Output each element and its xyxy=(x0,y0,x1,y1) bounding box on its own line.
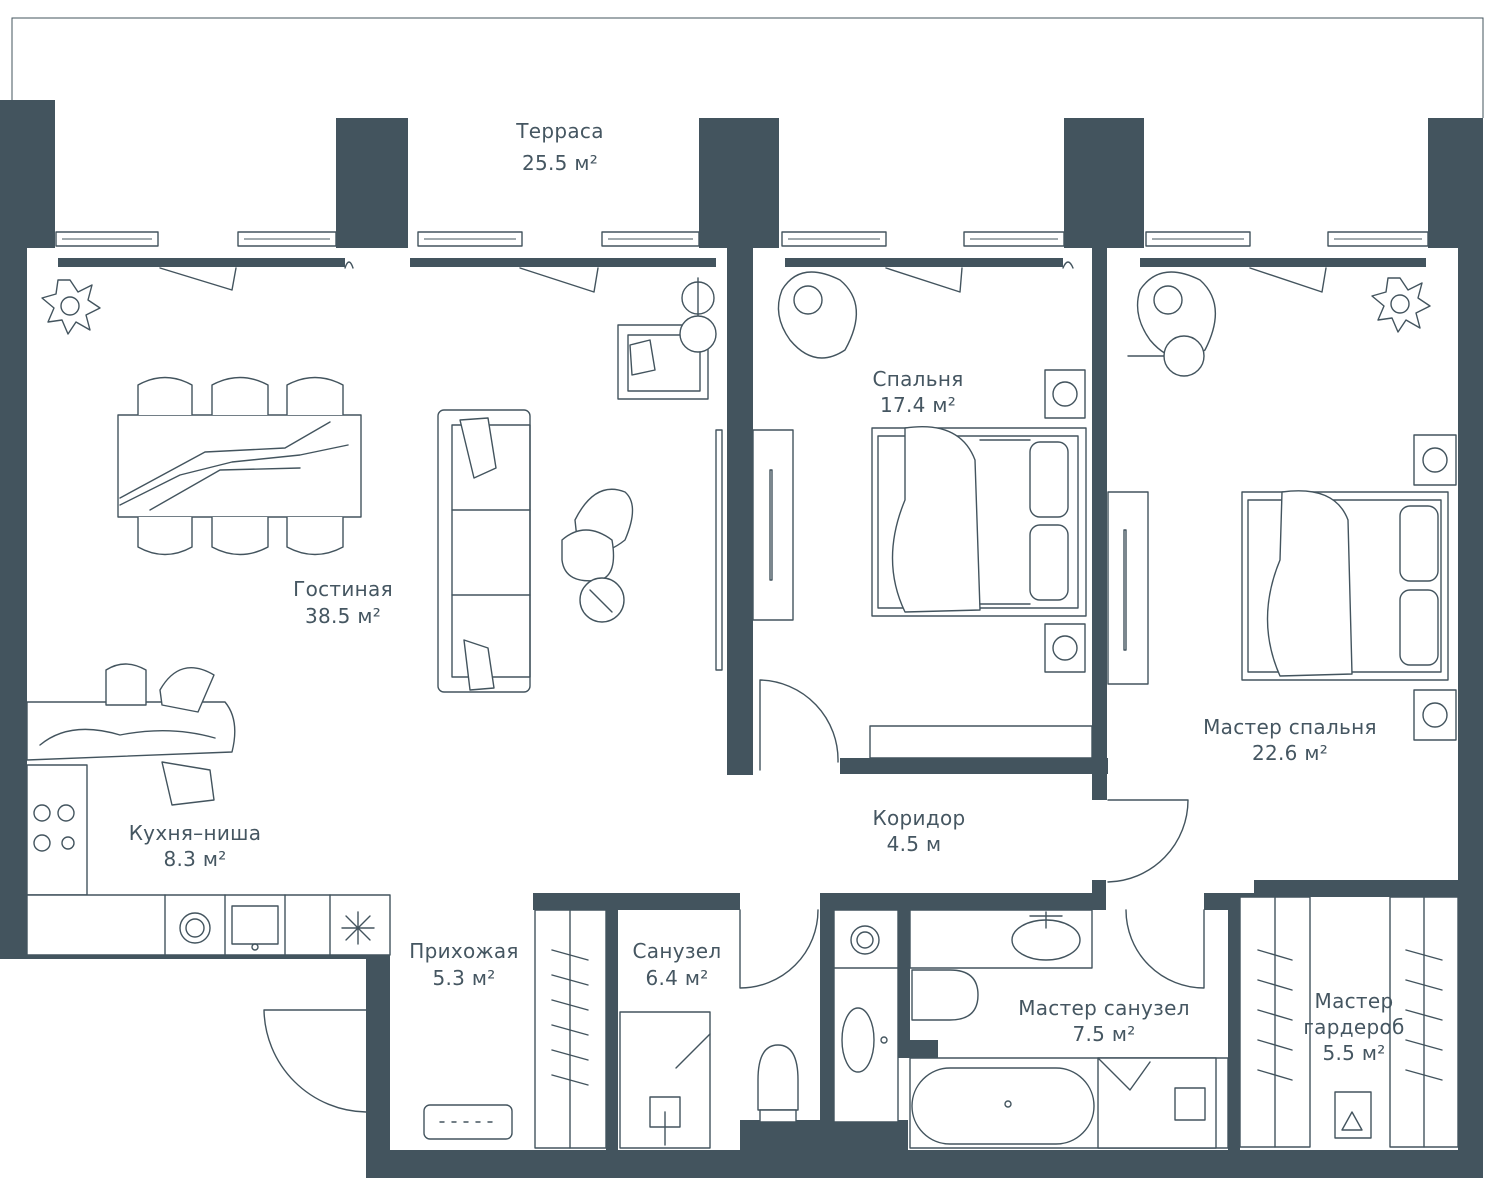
hallway-wardrobe xyxy=(423,909,607,1149)
walls xyxy=(0,100,1483,1178)
plant-living xyxy=(41,279,101,335)
room-area-kitchen: 8.3 м² xyxy=(163,847,226,871)
room-area-master-wardrobe: 5.5 м² xyxy=(1322,1041,1385,1065)
master-bedroom-furniture xyxy=(1107,271,1457,741)
room-label-bedroom: Спальня 17.4 м² xyxy=(872,367,963,417)
room-label-corridor: Коридор 4.5 м xyxy=(873,806,966,856)
room-name-kitchen: Кухня–ниша xyxy=(129,821,262,845)
room-label-living: Гостиная 38.5 м² xyxy=(293,577,393,628)
room-label-bathroom: Санузел 6.4 м² xyxy=(633,939,722,990)
room-label-terrace: Терраса 25.5 м² xyxy=(515,119,604,175)
room-label-master-bathroom: Мастер санузел 7.5 м² xyxy=(1018,996,1190,1046)
room-name-bathroom: Санузел xyxy=(633,939,722,963)
coffee-tables xyxy=(561,488,634,623)
room-label-kitchen: Кухня–ниша 8.3 м² xyxy=(129,821,262,871)
room-name-bedroom: Спальня xyxy=(872,367,963,391)
room-area-master-bedroom: 22.6 м² xyxy=(1252,741,1328,765)
windows xyxy=(55,231,1429,293)
bedroom-furniture xyxy=(752,271,1093,759)
room-area-hallway: 5.3 м² xyxy=(432,966,495,990)
armchair-living xyxy=(617,277,717,400)
bathroom-fixtures xyxy=(619,909,899,1149)
room-area-master-bathroom: 7.5 м² xyxy=(1072,1022,1135,1046)
room-name2-master-wardrobe: гардероб xyxy=(1303,1015,1404,1039)
room-label-master-wardrobe: Мастер гардероб 5.5 м² xyxy=(1303,989,1404,1065)
room-area-bedroom: 17.4 м² xyxy=(880,393,956,417)
room-area-living: 38.5 м² xyxy=(305,604,381,628)
room-area-corridor: 4.5 м xyxy=(887,832,942,856)
room-label-hallway: Прихожая 5.3 м² xyxy=(409,939,519,990)
sofa xyxy=(437,409,531,693)
room-name-master-bathroom: Мастер санузел xyxy=(1018,996,1190,1020)
room-name-master-wardrobe: Мастер xyxy=(1315,989,1394,1013)
room-name-hallway: Прихожая xyxy=(409,939,519,963)
terrace-outline xyxy=(11,17,1484,118)
master-bathroom-fixtures xyxy=(909,909,1229,1149)
room-name-corridor: Коридор xyxy=(873,806,966,830)
room-area-terrace: 25.5 м² xyxy=(522,151,598,175)
room-name-terrace: Терраса xyxy=(515,119,604,143)
tv-living xyxy=(715,429,723,671)
dining-table xyxy=(117,376,362,556)
kitchen-furniture xyxy=(26,663,391,956)
room-name-living: Гостиная xyxy=(293,577,393,601)
room-area-bathroom: 6.4 м² xyxy=(645,966,708,990)
master-wardrobe-furniture xyxy=(1239,896,1459,1148)
room-name-master-bedroom: Мастер спальня xyxy=(1203,715,1377,739)
doors xyxy=(263,679,1205,1113)
room-label-master-bedroom: Мастер спальня 22.6 м² xyxy=(1203,715,1377,765)
